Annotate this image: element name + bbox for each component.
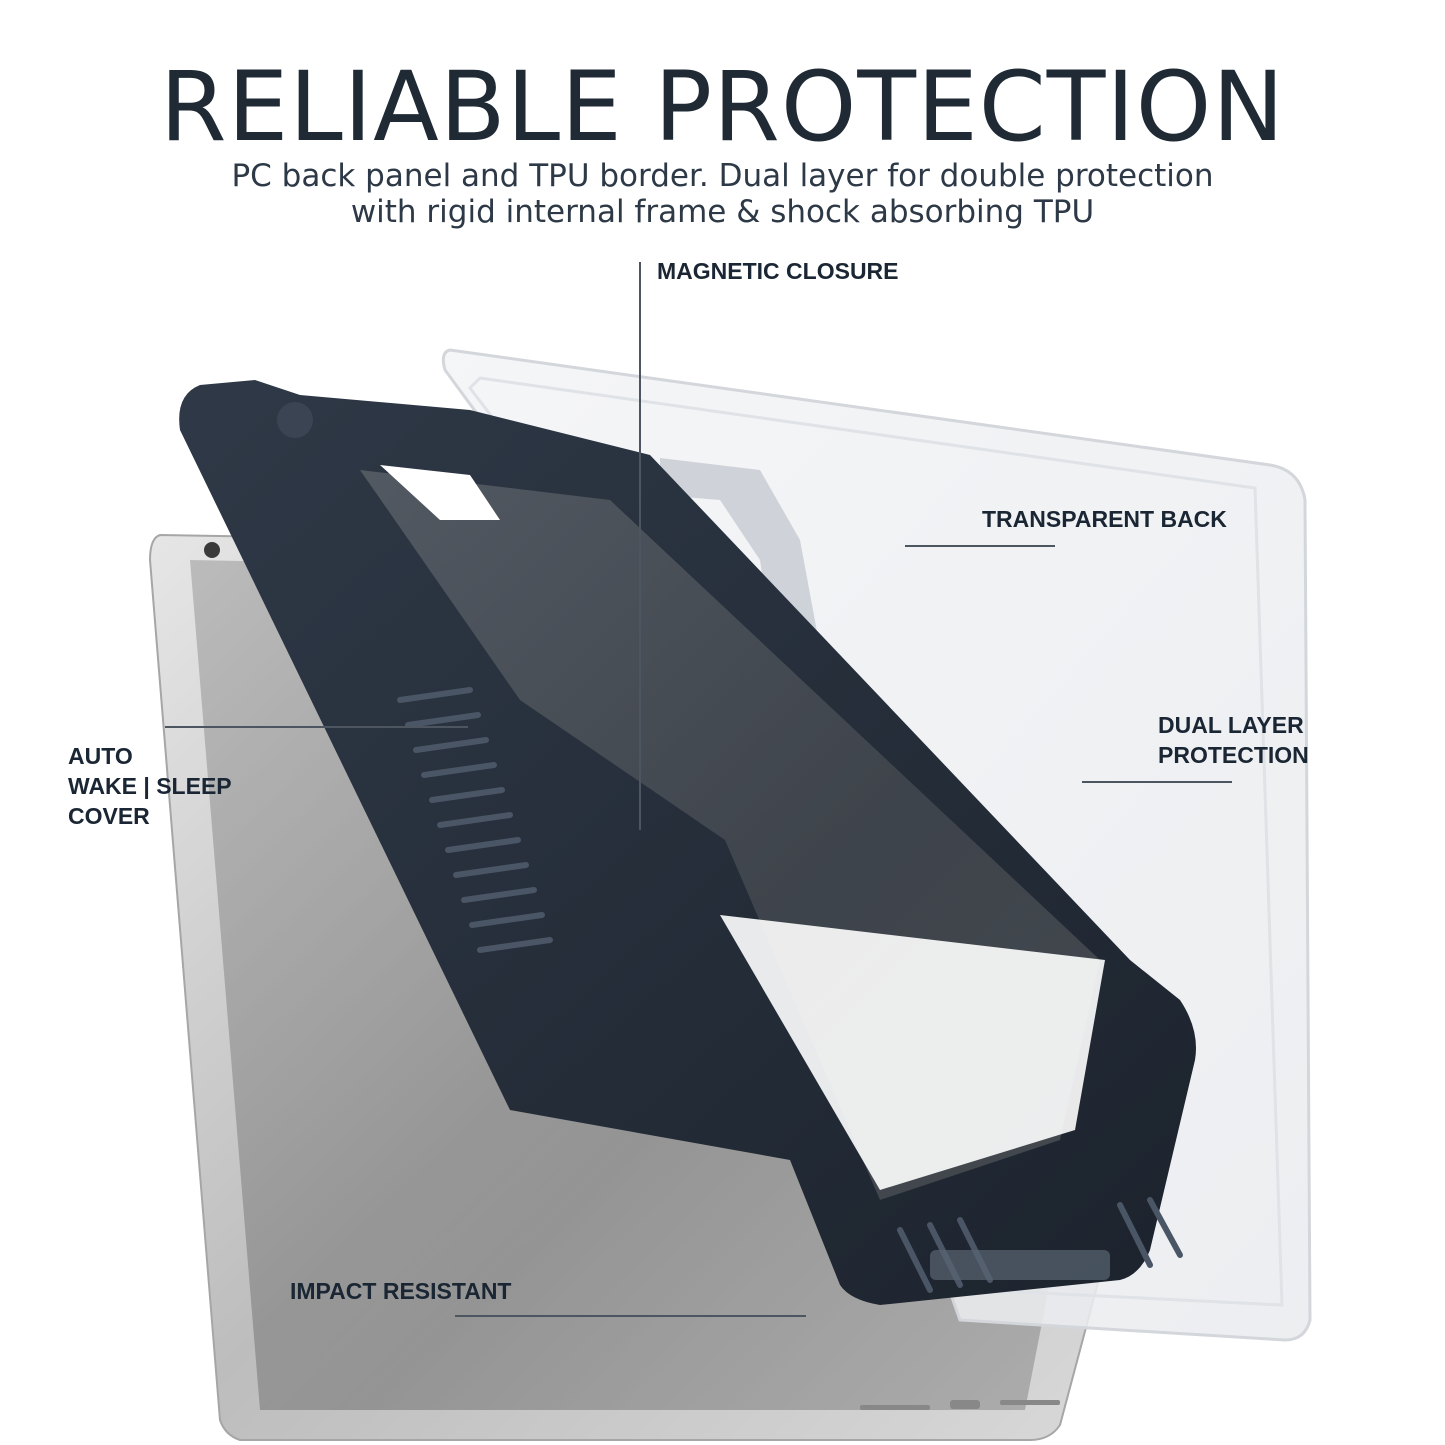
callout-impact-resistant: IMPACT RESISTANT — [290, 1276, 511, 1306]
callout-dual-layer: DUAL LAYER PROTECTION — [1158, 710, 1309, 770]
callout-dual-layer-line-1: DUAL LAYER — [1158, 712, 1304, 738]
subtitle-line-2: with rigid internal frame & shock absorb… — [350, 194, 1095, 230]
callout-magnetic-closure-label: MAGNETIC CLOSURE — [657, 258, 899, 284]
tpu-frame — [179, 380, 1196, 1305]
camera-icon — [204, 542, 220, 558]
callout-auto-wake-line-2: WAKE | SLEEP — [68, 773, 232, 799]
leader-lines — [165, 262, 1232, 1317]
callout-auto-wake-line-1: AUTO — [68, 743, 133, 769]
callout-magnetic-closure: MAGNETIC CLOSURE — [657, 256, 899, 286]
callout-auto-wake: AUTO WAKE | SLEEP COVER — [68, 741, 232, 831]
callout-dual-layer-line-2: PROTECTION — [1158, 742, 1309, 768]
callout-impact-resistant-label: IMPACT RESISTANT — [290, 1278, 512, 1304]
page-title: RELIABLE PROTECTION — [159, 51, 1286, 163]
callout-auto-wake-line-3: COVER — [68, 803, 150, 829]
subtitle-line-1: PC back panel and TPU border. Dual layer… — [231, 158, 1214, 194]
callout-transparent-back: TRANSPARENT BACK — [982, 504, 1227, 534]
callout-transparent-back-label: TRANSPARENT BACK — [982, 506, 1227, 532]
